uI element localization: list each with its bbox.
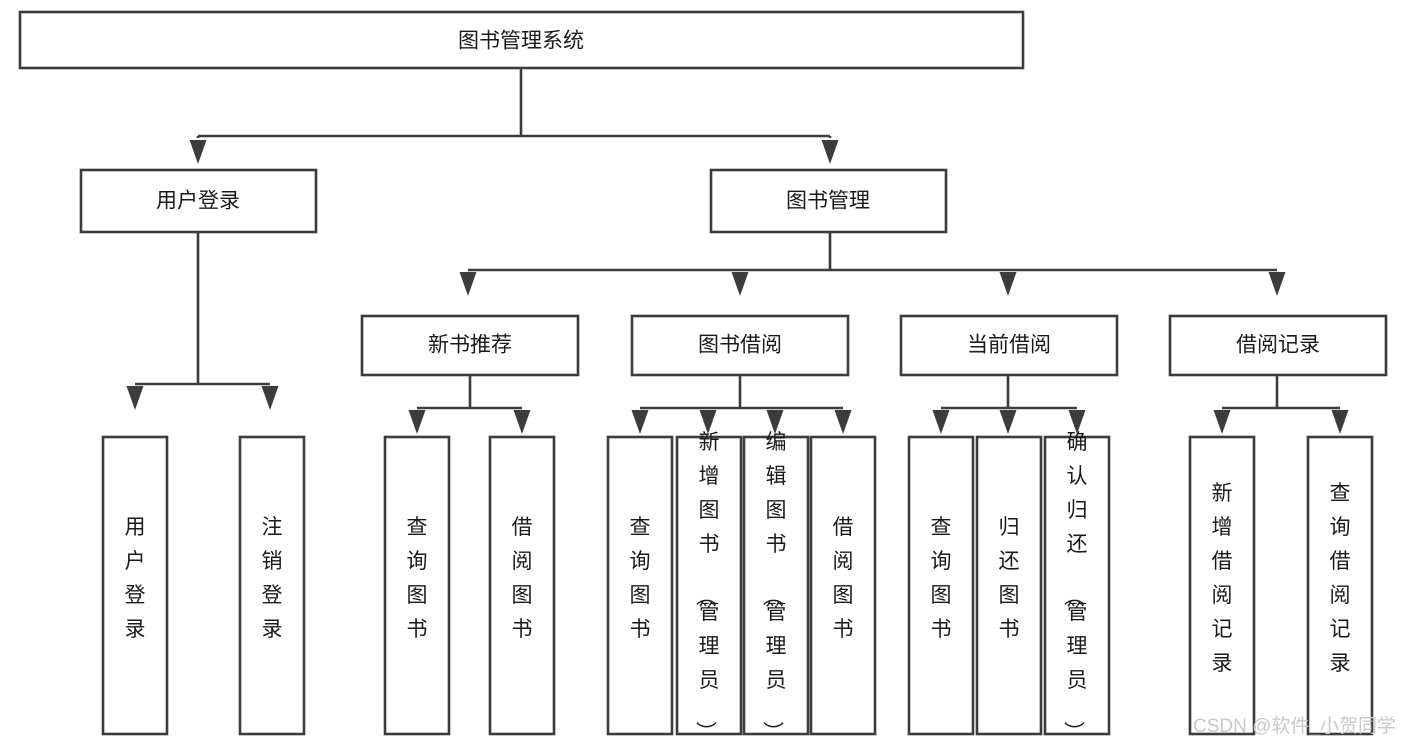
node-book-borrow[interactable]: 图书借阅 xyxy=(630,314,850,377)
node-borrow-record-box[interactable] xyxy=(1168,314,1388,377)
arrow-icon-br-to-query-record xyxy=(1331,410,1349,434)
node-borrow-record[interactable]: 借阅记录 xyxy=(1168,314,1388,377)
node-leaf-query-book-2[interactable]: 查询图书 xyxy=(606,435,674,736)
arrow-icon-cb-to-query-book xyxy=(932,410,950,434)
node-leaf-edit-book[interactable]: 编辑图书（管理员） xyxy=(742,431,810,742)
node-leaf-user-login-box[interactable] xyxy=(101,435,169,736)
arrow-icon-root-to-user-login xyxy=(189,140,207,164)
node-leaf-return-book-label: 归还图书 xyxy=(999,516,1020,641)
connector-group-borrow-record xyxy=(1213,375,1349,434)
arrow-icon-bm-to-borrow-record xyxy=(1268,272,1286,296)
node-leaf-query-record-label: 查询借阅记录 xyxy=(1330,482,1351,675)
arrow-icon-nbr-to-query-book xyxy=(408,410,426,434)
node-leaf-borrow-book-1[interactable]: 借阅图书 xyxy=(488,435,556,736)
arrow-icon-bm-to-current-borrow xyxy=(999,272,1017,296)
connector-group-current-borrow xyxy=(932,375,1086,434)
node-leaf-confirm-return-label: 确认归还（管理员） xyxy=(1062,431,1088,742)
node-root-box[interactable] xyxy=(18,10,1025,70)
node-leaf-query-book-3-box[interactable] xyxy=(907,435,975,736)
node-leaf-add-record[interactable]: 新增借阅记录 xyxy=(1188,435,1256,736)
node-book-manage-label: 图书管理 xyxy=(786,190,870,213)
node-leaf-confirm-return-box[interactable] xyxy=(1043,435,1111,736)
node-leaf-return-book-box[interactable] xyxy=(975,435,1043,736)
node-leaf-query-book-1-label: 查询图书 xyxy=(407,516,428,641)
arrow-icon-bb-to-query-book xyxy=(631,410,649,434)
node-leaf-query-record-box[interactable] xyxy=(1306,435,1374,736)
node-leaf-confirm-return[interactable]: 确认归还（管理员） xyxy=(1043,431,1111,742)
node-root-label: 图书管理系统 xyxy=(458,30,584,53)
node-leaf-borrow-book-1-label: 借阅图书 xyxy=(512,516,533,641)
connector-group-user-login xyxy=(126,232,279,410)
node-current-borrow-box[interactable] xyxy=(899,314,1119,377)
node-leaf-logout-login[interactable]: 注销登录 xyxy=(238,435,306,736)
node-leaf-add-book-label: 新增图书（管理员） xyxy=(694,431,720,742)
node-leaf-query-record[interactable]: 查询借阅记录 xyxy=(1306,435,1374,736)
node-leaf-borrow-book-1-box[interactable] xyxy=(488,435,556,736)
node-borrow-record-label: 借阅记录 xyxy=(1236,334,1320,357)
node-leaf-user-login-label: 用户登录 xyxy=(125,516,146,641)
node-leaf-query-book-2-box[interactable] xyxy=(606,435,674,736)
node-book-manage[interactable]: 图书管理 xyxy=(709,168,948,234)
node-new-book-rec-label: 新书推荐 xyxy=(428,334,512,357)
node-user-login-label: 用户登录 xyxy=(156,190,240,213)
node-leaf-edit-book-box[interactable] xyxy=(742,435,810,736)
connector-group-book-borrow xyxy=(631,375,852,434)
node-book-borrow-label: 图书借阅 xyxy=(698,334,782,357)
arrow-icon-br-to-add-record xyxy=(1213,410,1231,434)
node-leaf-query-book-2-label: 查询图书 xyxy=(630,516,651,641)
csdn-watermark: CSDN @软件_小贺同学 xyxy=(1193,715,1396,737)
arrow-icon-bb-to-borrow-book xyxy=(834,410,852,434)
node-leaf-add-record-label: 新增借阅记录 xyxy=(1212,482,1233,675)
node-leaf-user-login[interactable]: 用户登录 xyxy=(101,435,169,736)
connector-group-book-manage xyxy=(459,232,1286,296)
node-leaf-edit-book-label: 编辑图书（管理员） xyxy=(761,431,787,742)
arrow-icon-cb-to-return-book xyxy=(999,410,1017,434)
node-book-borrow-box[interactable] xyxy=(630,314,850,377)
arrow-icon-bm-to-new-book-rec xyxy=(459,272,477,296)
arrow-icon-bm-to-book-borrow xyxy=(731,272,749,296)
node-leaf-add-book[interactable]: 新增图书（管理员） xyxy=(675,431,743,742)
arrow-icon-root-to-book-manage xyxy=(821,140,839,164)
arrow-icon-ul-to-logout-leaf xyxy=(261,386,279,410)
node-leaf-query-book-3-label: 查询图书 xyxy=(931,516,952,641)
node-leaf-logout-login-label: 注销登录 xyxy=(262,516,283,641)
node-leaf-borrow-book-2-label: 借阅图书 xyxy=(833,516,854,641)
connector-group-root xyxy=(189,68,839,164)
node-current-borrow[interactable]: 当前借阅 xyxy=(899,314,1119,377)
node-leaf-query-book-1[interactable]: 查询图书 xyxy=(383,435,451,736)
node-leaf-borrow-book-2-box[interactable] xyxy=(809,435,877,736)
arrow-icon-nbr-to-borrow-book xyxy=(513,410,531,434)
node-leaf-add-book-box[interactable] xyxy=(675,435,743,736)
node-new-book-rec-box[interactable] xyxy=(360,314,580,377)
node-root[interactable]: 图书管理系统 xyxy=(18,10,1025,70)
node-user-login-box[interactable] xyxy=(79,168,318,234)
node-leaf-borrow-book-2[interactable]: 借阅图书 xyxy=(809,435,877,736)
node-leaf-query-book-3[interactable]: 查询图书 xyxy=(907,435,975,736)
arrow-icon-ul-to-user-login-leaf xyxy=(126,386,144,410)
node-current-borrow-label: 当前借阅 xyxy=(967,334,1051,357)
node-leaf-return-book[interactable]: 归还图书 xyxy=(975,435,1043,736)
node-user-login[interactable]: 用户登录 xyxy=(79,168,318,234)
node-leaf-add-record-box[interactable] xyxy=(1188,435,1256,736)
node-leaf-query-book-1-box[interactable] xyxy=(383,435,451,736)
node-book-manage-box[interactable] xyxy=(709,168,948,234)
node-leaf-logout-login-box[interactable] xyxy=(238,435,306,736)
node-new-book-rec[interactable]: 新书推荐 xyxy=(360,314,580,377)
connector-group-new-book-rec xyxy=(408,375,531,434)
